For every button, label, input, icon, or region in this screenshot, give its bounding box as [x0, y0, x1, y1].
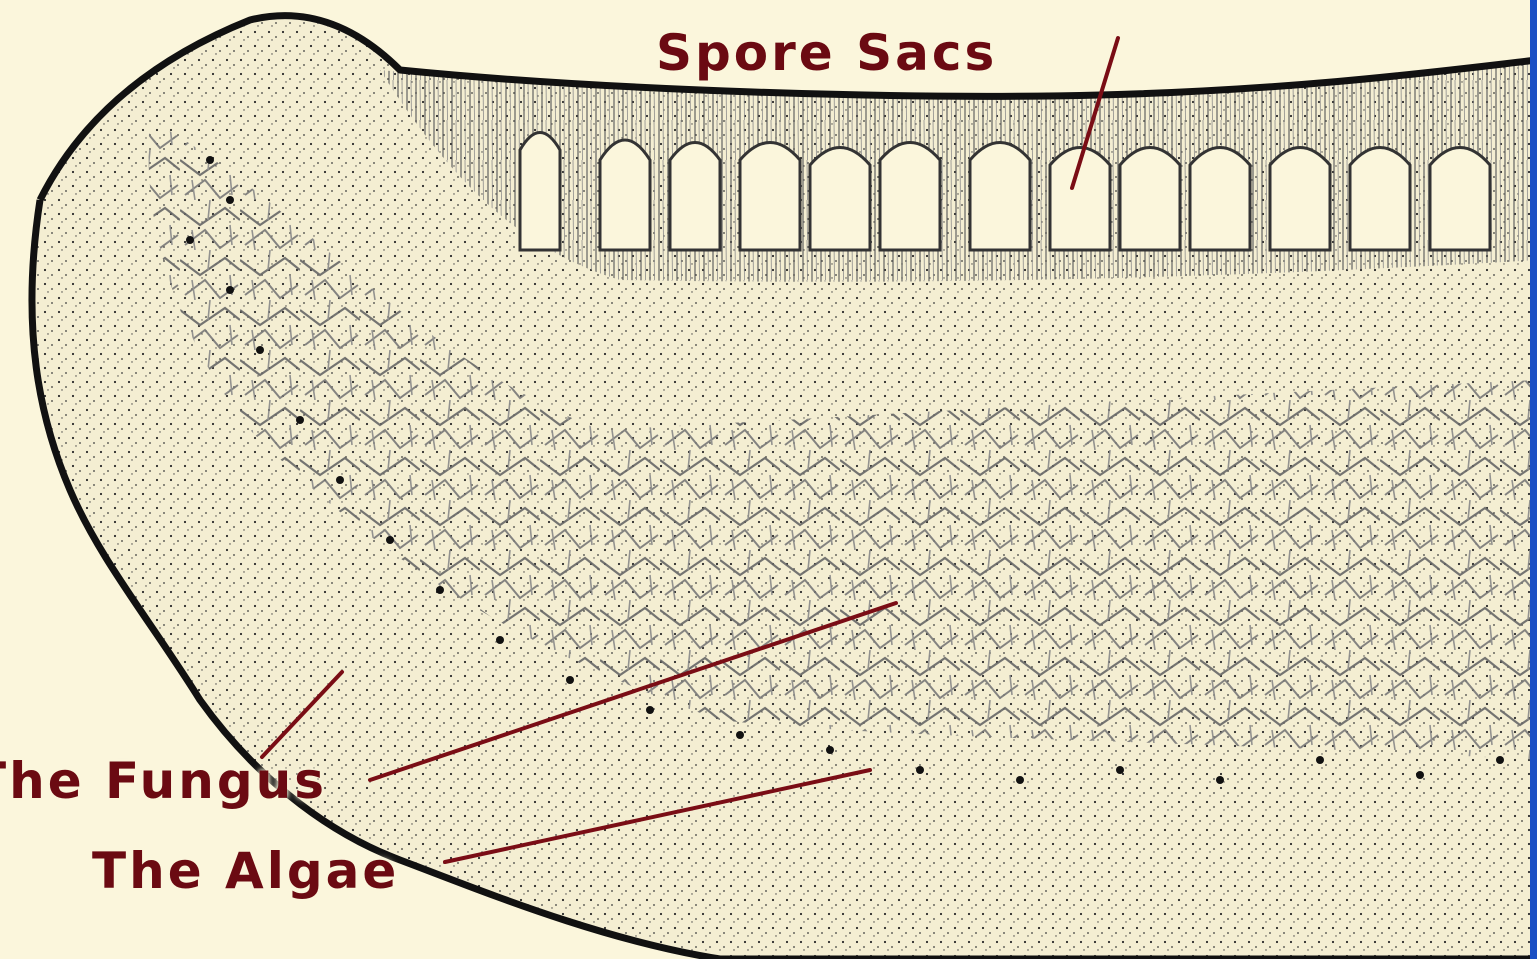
fungus-label: The Fungus	[0, 756, 327, 806]
algae-label: The Algae	[92, 846, 399, 896]
spore-sacs-label: Spore Sacs	[656, 28, 997, 78]
right-edge-bar	[1530, 0, 1537, 959]
